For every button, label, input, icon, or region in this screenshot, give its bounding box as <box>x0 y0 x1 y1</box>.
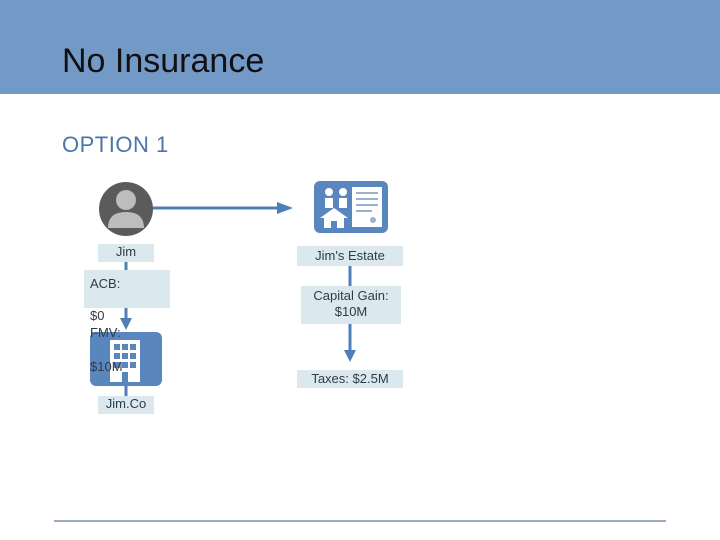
acb-label: ACB: <box>90 276 121 291</box>
building-icon <box>90 332 162 386</box>
fmv-value: $10M <box>90 359 123 374</box>
capital-gain-box: Capital Gain: $10M <box>301 286 401 324</box>
estate-document-icon <box>314 181 388 233</box>
person-label: Jim <box>98 244 154 262</box>
fmv-label: FMV: <box>90 325 121 340</box>
header-bar <box>0 0 720 94</box>
tax-arrow <box>344 322 356 362</box>
person-avatar-icon <box>99 182 153 236</box>
option-title: OPTION 1 <box>62 132 169 157</box>
company-arrow <box>120 308 132 330</box>
acb-box <box>84 270 170 308</box>
footer-divider <box>54 520 666 522</box>
transfer-arrow <box>153 202 293 214</box>
taxes-box: Taxes: $2.5M <box>297 370 403 388</box>
estate-label: Jim's Estate <box>297 246 403 266</box>
company-label: Jim.Co <box>98 396 154 414</box>
acb-value: $0 <box>90 308 105 323</box>
page-title: No Insurance <box>62 42 265 80</box>
